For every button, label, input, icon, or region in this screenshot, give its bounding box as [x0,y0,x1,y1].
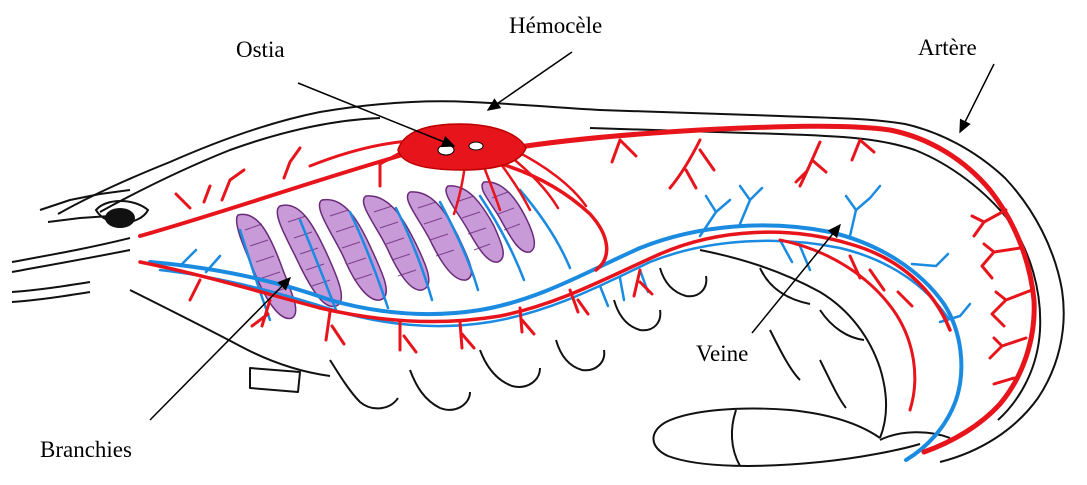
ostium-icon [438,145,454,155]
ostium-icon [469,142,483,150]
label-ostia: Ostia [236,38,285,61]
artere-pointer [960,64,994,132]
eye-icon [105,208,135,228]
veins [150,186,970,460]
label-artere: Artère [918,36,977,59]
ostia-pointer [298,83,454,146]
label-veine: Veine [696,342,748,365]
label-branchies: Branchies [40,438,132,461]
label-hemocele: Hémocèle [509,14,602,37]
hemocele-pointer [488,52,572,110]
body-outline [12,101,1064,466]
branchies-pointer [150,278,290,420]
